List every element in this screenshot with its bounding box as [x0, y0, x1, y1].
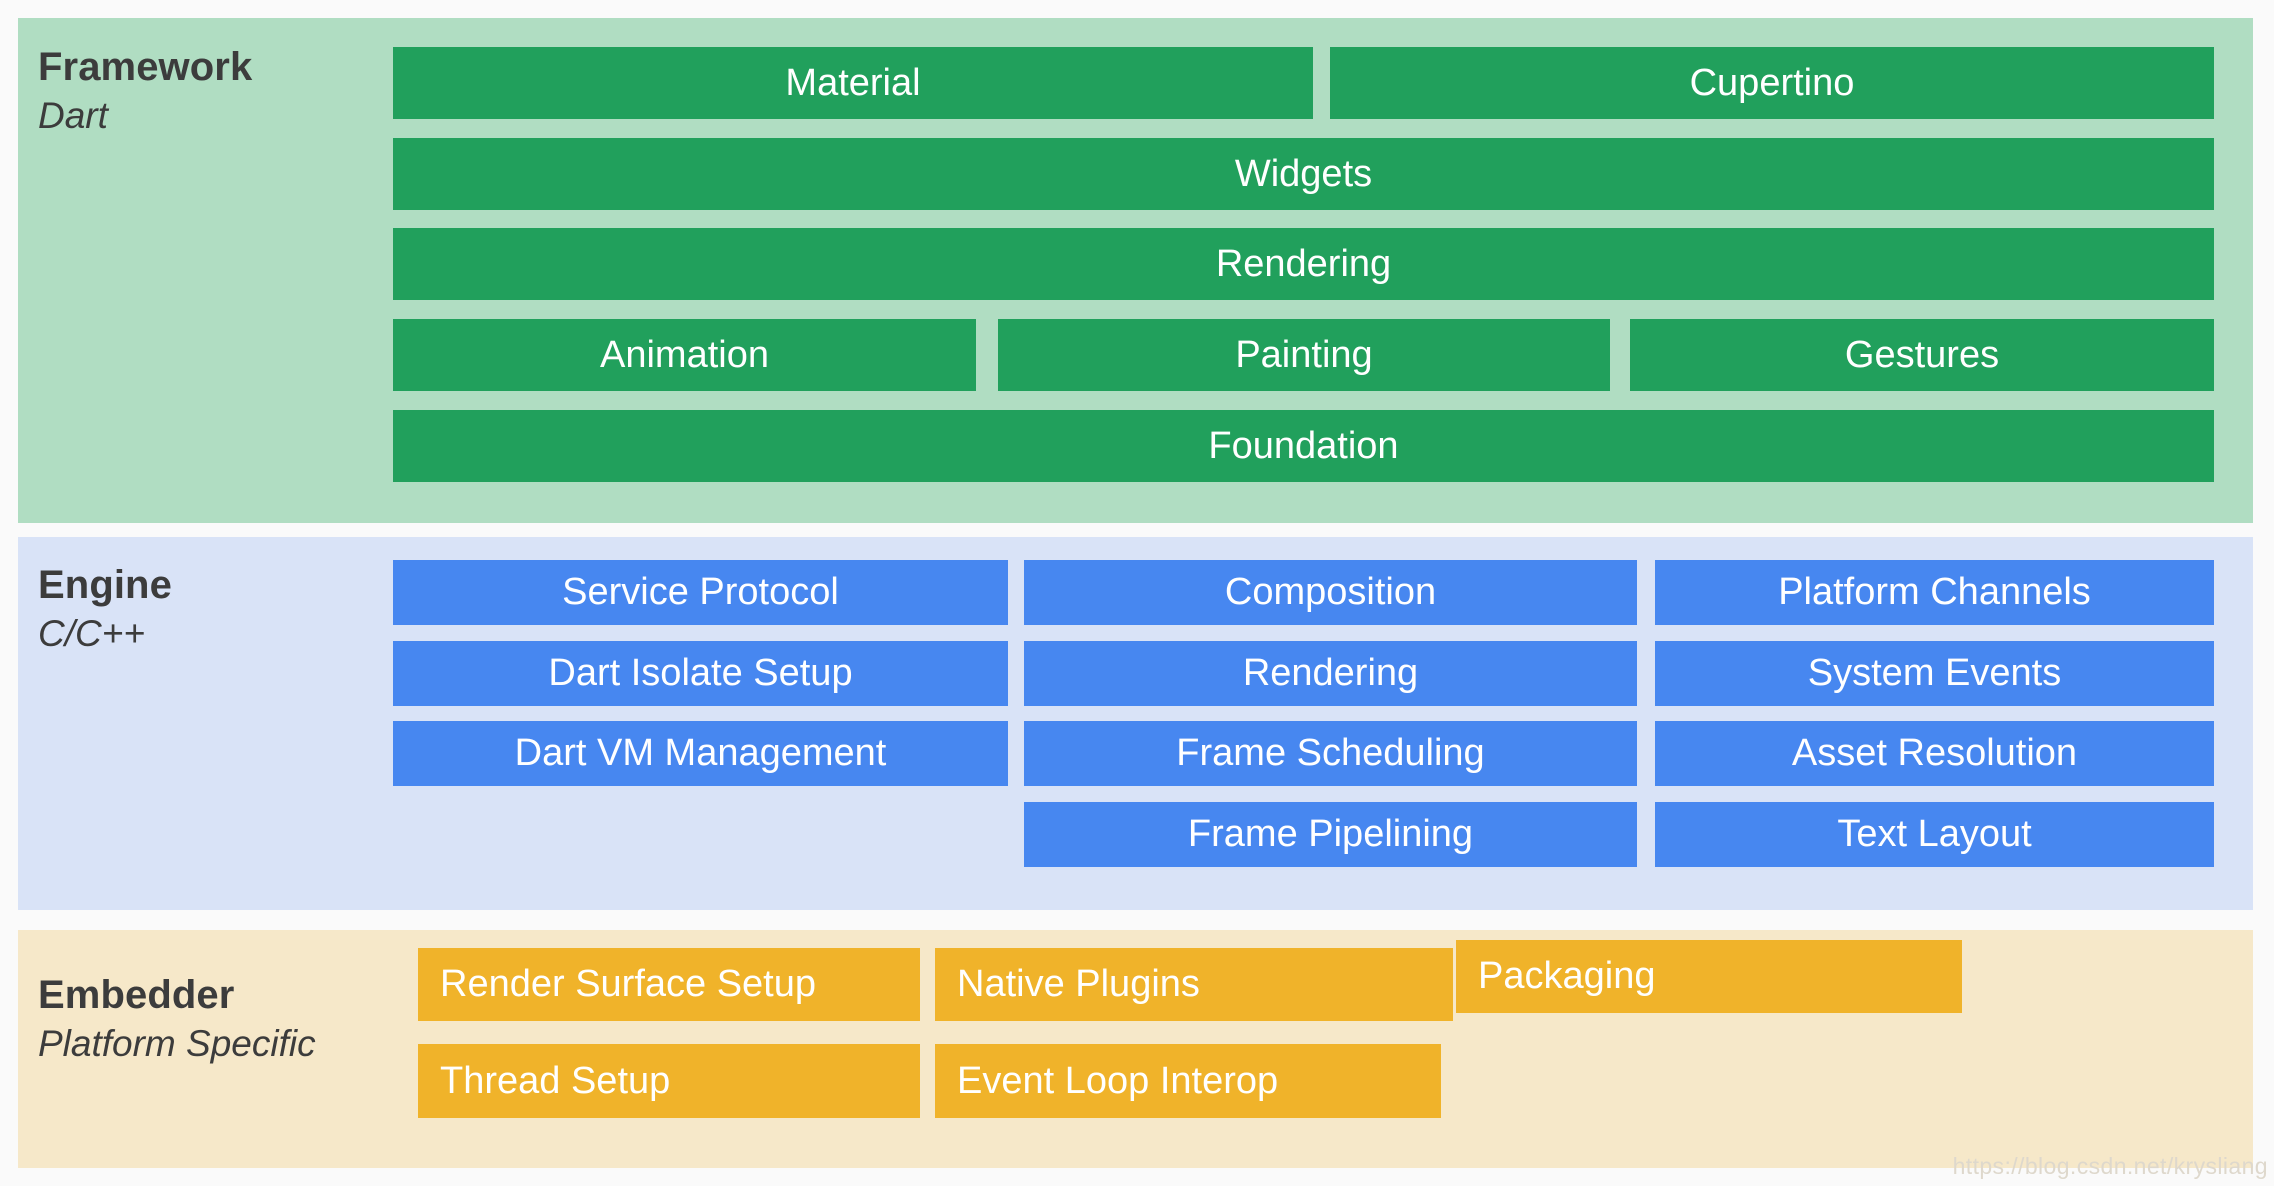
- engine-box-platform-channels[interactable]: Platform Channels: [1655, 560, 2214, 625]
- framework-box-widgets-label: Widgets: [1234, 152, 1373, 195]
- embedder-layer-label: Embedder Platform Specific: [38, 972, 316, 1066]
- framework-box-cupertino[interactable]: Cupertino: [1330, 47, 2214, 119]
- engine-box-dart-isolate-setup[interactable]: Dart Isolate Setup: [393, 641, 1008, 706]
- engine-box-frame-pipelining[interactable]: Frame Pipelining: [1024, 802, 1637, 867]
- embedder-box-thread-setup-label: Thread Setup: [440, 1059, 671, 1102]
- engine-box-service-protocol-label: Service Protocol: [562, 571, 839, 613]
- embedder-box-event-loop-interop[interactable]: Event Loop Interop: [935, 1044, 1441, 1118]
- watermark-text: https://blog.csdn.net/krysliang: [1952, 1153, 2268, 1179]
- engine-box-service-protocol[interactable]: Service Protocol: [393, 560, 1008, 625]
- embedder-box-native-plugins[interactable]: Native Plugins: [935, 948, 1453, 1021]
- engine-box-asset-resolution-label: Asset Resolution: [1791, 732, 2078, 774]
- embedder-box-thread-setup[interactable]: Thread Setup: [418, 1044, 920, 1118]
- framework-layer-label: Framework Dart: [38, 44, 252, 138]
- embedder-box-render-surface-setup-label: Render Surface Setup: [440, 963, 817, 1005]
- embedder-box-render-surface-setup[interactable]: Render Surface Setup: [418, 948, 920, 1021]
- engine-layer-subtitle: C/C++: [38, 613, 145, 655]
- engine-box-platform-channels-label: Platform Channels: [1778, 571, 2091, 613]
- framework-box-rendering[interactable]: Rendering: [393, 228, 2214, 300]
- engine-box-text-layout[interactable]: Text Layout: [1655, 802, 2214, 867]
- framework-box-gestures[interactable]: Gestures: [1630, 319, 2214, 391]
- engine-box-dart-vm-management[interactable]: Dart VM Management: [393, 721, 1008, 786]
- engine-box-system-events-label: System Events: [1807, 652, 2062, 694]
- engine-box-dart-isolate-setup-label: Dart Isolate Setup: [548, 652, 853, 694]
- engine-box-system-events[interactable]: System Events: [1655, 641, 2214, 706]
- embedder-layer-subtitle: Platform Specific: [38, 1023, 316, 1065]
- engine-layer-title: Engine: [38, 563, 172, 607]
- engine-box-composition[interactable]: Composition: [1024, 560, 1637, 625]
- engine-layer-label: Engine C/C++: [38, 562, 172, 656]
- embedder-box-native-plugins-label: Native Plugins: [957, 963, 1200, 1005]
- framework-box-painting-label: Painting: [1235, 333, 1373, 376]
- engine-box-composition-label: Composition: [1224, 571, 1437, 613]
- engine-box-frame-pipelining-label: Frame Pipelining: [1187, 813, 1474, 855]
- embedder-layer-title: Embedder: [38, 973, 235, 1017]
- engine-box-rendering-label: Rendering: [1242, 652, 1419, 694]
- engine-box-rendering[interactable]: Rendering: [1024, 641, 1637, 706]
- framework-box-widgets[interactable]: Widgets: [393, 138, 2214, 210]
- framework-box-foundation[interactable]: Foundation: [393, 410, 2214, 482]
- framework-box-painting[interactable]: Painting: [998, 319, 1610, 391]
- framework-box-gestures-label: Gestures: [1844, 333, 2000, 376]
- engine-box-text-layout-label: Text Layout: [1837, 813, 2032, 855]
- embedder-box-packaging-label: Packaging: [1478, 955, 1656, 997]
- framework-box-rendering-label: Rendering: [1215, 242, 1392, 285]
- framework-box-animation-label: Animation: [600, 333, 769, 376]
- framework-box-material-label: Material: [785, 61, 921, 104]
- framework-box-foundation-label: Foundation: [1208, 424, 1399, 467]
- engine-box-frame-scheduling-label: Frame Scheduling: [1176, 732, 1485, 774]
- engine-box-frame-scheduling[interactable]: Frame Scheduling: [1024, 721, 1637, 786]
- embedder-box-event-loop-interop-label: Event Loop Interop: [957, 1059, 1279, 1102]
- framework-box-material[interactable]: Material: [393, 47, 1313, 119]
- embedder-box-packaging[interactable]: Packaging: [1456, 940, 1962, 1013]
- framework-box-animation[interactable]: Animation: [393, 319, 976, 391]
- framework-layer-subtitle: Dart: [38, 95, 108, 137]
- engine-box-asset-resolution[interactable]: Asset Resolution: [1655, 721, 2214, 786]
- framework-layer-title: Framework: [38, 45, 253, 89]
- engine-box-dart-vm-management-label: Dart VM Management: [514, 732, 887, 774]
- framework-box-cupertino-label: Cupertino: [1689, 61, 1855, 104]
